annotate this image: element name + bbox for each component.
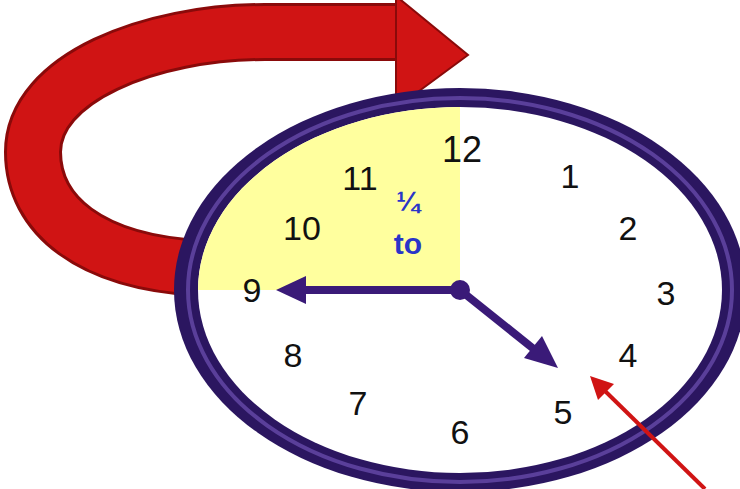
clock-numeral: 1 — [561, 159, 580, 193]
fraction-note: ¼ — [396, 188, 419, 216]
clock-numeral: 8 — [284, 338, 303, 372]
clock-numeral: 10 — [283, 211, 321, 245]
hour-hand — [460, 290, 535, 350]
hour-hand-head — [524, 336, 558, 368]
clock-numeral: 11 — [342, 161, 377, 195]
clock-numeral: 6 — [451, 415, 470, 449]
clock-numeral: 9 — [243, 273, 262, 307]
clock-numeral: 3 — [657, 276, 676, 310]
clock-rim — [174, 88, 740, 489]
fraction-note: to — [394, 229, 422, 259]
clock-numeral: 4 — [619, 338, 638, 372]
minute-hand-head — [276, 276, 306, 304]
clock-face — [198, 107, 722, 473]
clock-numeral: 5 — [554, 395, 573, 429]
minute-hand — [300, 286, 460, 294]
pointer-head — [590, 376, 614, 400]
clock-numeral: 12 — [442, 132, 482, 168]
quarter-shading — [198, 107, 460, 290]
clock-numeral: 2 — [619, 211, 638, 245]
rim-bevel — [188, 98, 732, 482]
pointer-line — [604, 390, 705, 489]
hand-pivot — [450, 280, 470, 300]
clock-numeral: 7 — [349, 386, 368, 420]
